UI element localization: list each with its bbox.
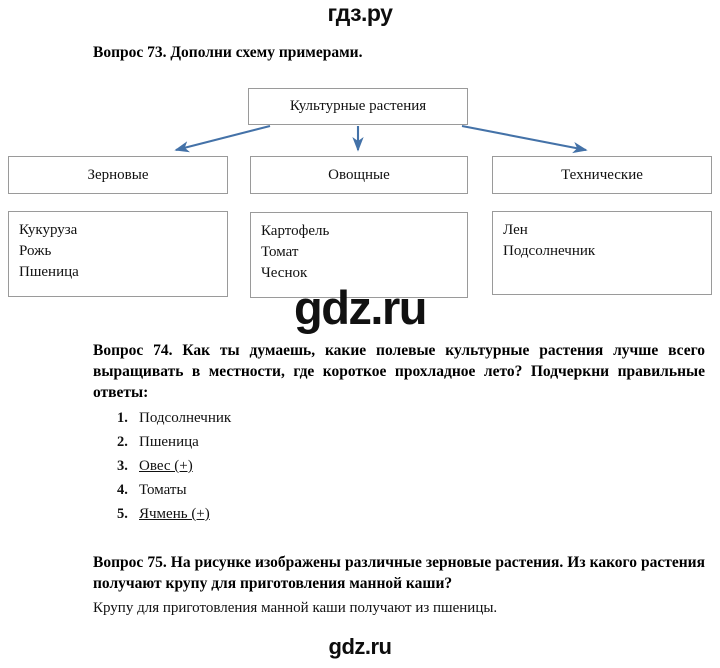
option-label-selected: Овес (+) bbox=[139, 458, 193, 474]
example-entry: Подсолнечник bbox=[503, 243, 596, 259]
site-logo-bottom: gdz.ru bbox=[328, 634, 393, 659]
diagram-category-box-grain: Зерновые bbox=[8, 156, 228, 194]
example-entry: Рожь bbox=[19, 243, 52, 259]
diagram-category-label: Зерновые bbox=[87, 166, 149, 183]
option-label-selected: Ячмень (+) bbox=[139, 506, 210, 522]
answer-options-list: 1. Подсолнечник 2. Пшеница 3. Овес (+) 4. То… bbox=[117, 406, 231, 526]
diagram-root-box: Культурные растения bbox=[248, 88, 468, 125]
example-entry: Лен bbox=[503, 222, 528, 238]
example-entry: Чеснок bbox=[261, 265, 308, 281]
list-item[interactable]: 5. Ячмень (+) bbox=[117, 502, 231, 526]
option-number: 1. bbox=[117, 410, 128, 426]
list-item[interactable]: 2. Пшеница bbox=[117, 430, 231, 454]
question-75-heading: Вопрос 75. На рисунке изображены различн… bbox=[93, 554, 705, 592]
diagram-category-label: Овощные bbox=[328, 166, 390, 183]
option-number: 2. bbox=[117, 434, 128, 450]
diagram-examples-box-technical[interactable]: Лен Подсолнечник bbox=[492, 211, 712, 295]
option-label: Пшеница bbox=[139, 434, 199, 450]
example-entry: Картофель bbox=[261, 223, 330, 239]
option-label: Томаты bbox=[139, 482, 187, 498]
diagram-root-label: Культурные растения bbox=[289, 98, 427, 114]
example-entry: Кукуруза bbox=[19, 222, 78, 238]
diagram-examples-box-grain[interactable]: Кукуруза Рожь Пшеница bbox=[8, 211, 228, 297]
site-logo-watermark-middle: gdz.ru bbox=[294, 281, 427, 334]
list-item[interactable]: 3. Овес (+) bbox=[117, 454, 231, 478]
list-item[interactable]: 4. Томаты bbox=[117, 478, 231, 502]
site-logo-top: гдз.ру bbox=[327, 0, 393, 26]
example-entry: Пшеница bbox=[19, 264, 79, 280]
list-item[interactable]: 1. Подсолнечник bbox=[117, 406, 231, 430]
example-entry: Томат bbox=[261, 244, 299, 260]
option-number: 3. bbox=[117, 458, 128, 474]
diagram-category-box-technical: Технические bbox=[492, 156, 712, 194]
question-73-heading: Вопрос 73. Дополни схему примерами. bbox=[93, 44, 363, 61]
diagram-examples-box-vegetable[interactable]: Картофель Томат Чеснок bbox=[250, 212, 468, 298]
option-label: Подсолнечник bbox=[139, 410, 232, 426]
diagram-category-box-vegetable: Овощные bbox=[250, 156, 468, 194]
diagram-category-label: Технические bbox=[561, 166, 643, 183]
question-75-answer: Крупу для приготовления манной каши полу… bbox=[93, 600, 498, 616]
question-74-heading: Вопрос 74. Как ты думаешь, какие полевые… bbox=[93, 342, 705, 401]
option-number: 5. bbox=[117, 506, 128, 522]
option-number: 4. bbox=[117, 482, 128, 498]
